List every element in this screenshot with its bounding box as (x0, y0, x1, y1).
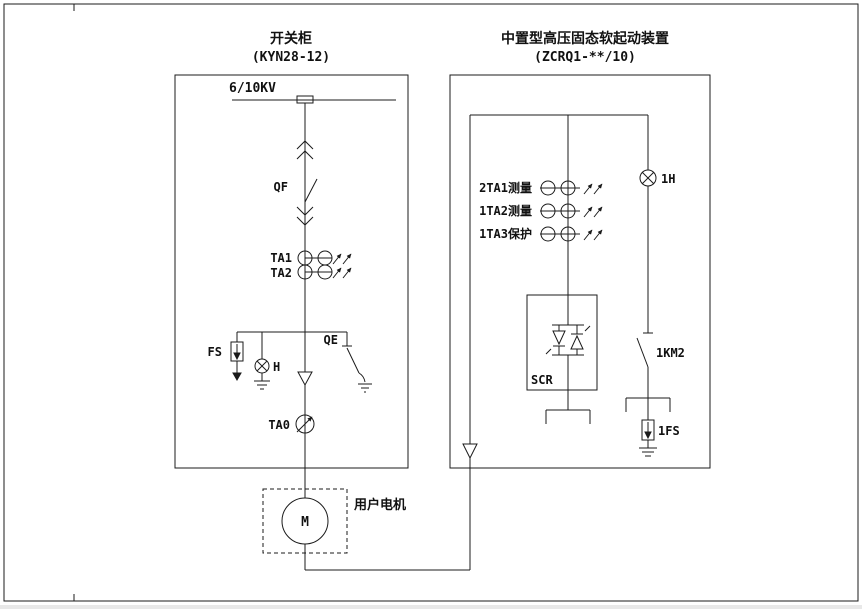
left-panel-title: 开关柜 (270, 30, 312, 47)
soft-starter-outline (449, 74, 711, 469)
scr-label: SCR (531, 373, 553, 387)
km2-label: 1KM2 (656, 346, 685, 360)
ct-row-3-label: 1TA3保护 (479, 226, 532, 241)
ct-row-1-label: 2TA1测量 (479, 180, 532, 195)
motor-label: 用户电机 (353, 497, 406, 513)
h-label: H (273, 360, 280, 374)
ct-row-1ta2-symbol (540, 203, 603, 219)
motor-group (262, 459, 471, 571)
scr-block-symbol (526, 294, 598, 391)
soft-starter-panel (449, 74, 711, 570)
km2-contact-symbol (625, 332, 671, 420)
motor-symbol-letter: M (301, 515, 309, 530)
ta0-ct-symbol (295, 414, 315, 434)
h-lamp-symbol (254, 332, 270, 390)
qe-label: QE (324, 333, 338, 347)
switchgear-panel (174, 74, 409, 498)
right-panel-subtitle: (ZCRQ1-**/10) (534, 50, 636, 65)
switchgear-outline (174, 74, 409, 469)
ct-row-2-label: 1TA2测量 (479, 203, 532, 218)
ta2-label: TA2 (270, 266, 292, 280)
ta0-label: TA0 (268, 418, 290, 432)
fs1-arrester-symbol (639, 419, 657, 457)
ta1-label: TA1 (270, 251, 292, 265)
fs-label: FS (208, 345, 222, 359)
qf-breaker-symbol (296, 140, 318, 226)
right-panel-title: 中置型高压固态软起动装置 (501, 30, 669, 47)
lamp-1h-label: 1H (661, 172, 675, 186)
qe-earth-switch-symbol (342, 332, 372, 393)
busbar-symbol (232, 95, 396, 104)
fs1-label: 1FS (658, 424, 680, 438)
drawing-frame (3, 3, 859, 602)
ta2-ct-symbol (297, 264, 352, 280)
fs-arrester-symbol (230, 332, 244, 382)
ta1-ct-symbol (297, 250, 352, 266)
qf-label: QF (274, 180, 288, 194)
ct-row-1ta3-symbol (540, 226, 603, 242)
voltage-label: 6/10KV (229, 81, 276, 96)
lamp-1h-symbol (639, 115, 657, 333)
cable-terminal-icon-2 (462, 443, 478, 460)
scr-output-terminal (545, 390, 591, 424)
ct-row-2ta1-symbol (540, 180, 603, 196)
cable-terminal-icon (297, 371, 313, 387)
left-panel-subtitle: (KYN28-12) (252, 50, 330, 65)
